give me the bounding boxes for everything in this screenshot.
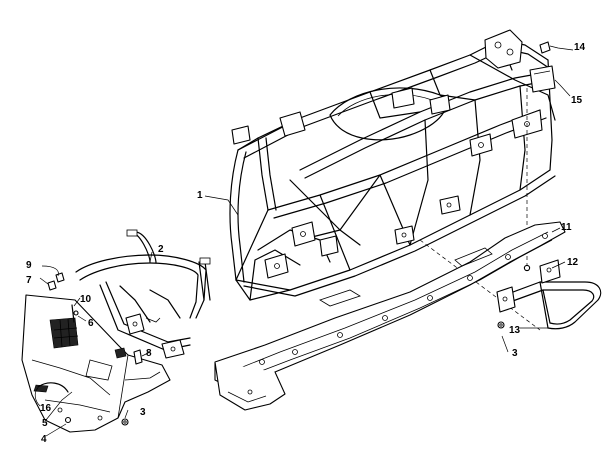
callout-5: 5 (42, 418, 48, 429)
callout-3-left: 3 (140, 407, 146, 418)
footrest-bracket (496, 259, 602, 330)
main-frame (229, 29, 556, 331)
callout-2: 2 (158, 244, 164, 255)
skid-plate (214, 221, 566, 411)
front-bumper (75, 229, 211, 359)
callout-9: 9 (26, 260, 32, 271)
callout-labels: 1 2 3 3 4 5 6 7 8 9 10 11 12 13 14 15 16 (26, 42, 586, 445)
callout-7: 7 (26, 275, 32, 286)
callout-11: 11 (561, 222, 572, 233)
leader-lines (34, 45, 574, 437)
callout-4: 4 (41, 434, 47, 445)
callout-6: 6 (88, 318, 94, 329)
callout-3-right: 3 (512, 348, 518, 359)
callout-15: 15 (571, 95, 583, 106)
callout-14: 14 (574, 42, 586, 53)
callout-13: 13 (509, 325, 521, 336)
front-panel (21, 294, 171, 433)
hardware (37, 41, 556, 426)
callout-1: 1 (197, 190, 203, 201)
callout-8: 8 (146, 348, 152, 359)
callout-16: 16 (40, 403, 52, 414)
callout-10: 10 (80, 294, 92, 305)
callout-12: 12 (567, 257, 579, 268)
